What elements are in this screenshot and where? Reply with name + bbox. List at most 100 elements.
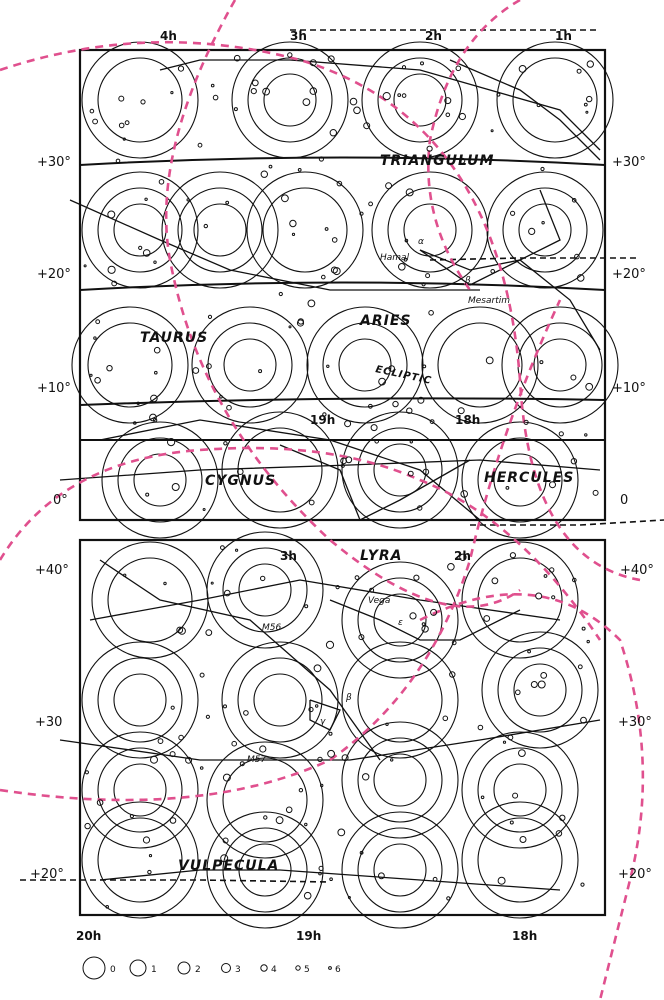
star-dot (549, 481, 556, 489)
star-dot (592, 489, 599, 496)
constellation-lines (20, 29, 664, 891)
star-dot (409, 440, 413, 444)
telrad-ring (497, 647, 583, 733)
star-dot (549, 567, 555, 573)
telrad-ring (231, 41, 349, 159)
star-dot (258, 369, 263, 374)
star-dot (199, 672, 205, 678)
ra-label: 20h (76, 929, 101, 943)
star-dot (491, 577, 499, 585)
lower-labels: LYRA VULPECULA 3h 2h 20h 19h 18h +40° +4… (30, 548, 654, 943)
dec-label: +10° (37, 381, 71, 396)
star-dot (571, 198, 577, 203)
star-dot (559, 814, 566, 821)
star-dot (133, 421, 137, 425)
telrad-ring (97, 187, 183, 273)
star-label-beta: β (464, 276, 471, 286)
star-dot (308, 706, 314, 713)
star-dot (153, 346, 161, 354)
ra-label: 3h (290, 29, 307, 43)
magnitude-dot (177, 961, 191, 975)
magnitude-label: 3 (235, 965, 241, 975)
star-dot (417, 505, 423, 511)
dec-label: 0° (53, 493, 68, 508)
star-dot (169, 751, 176, 758)
star-dot (539, 360, 544, 365)
star-dot (150, 755, 158, 764)
magnitude-label: 5 (304, 965, 310, 975)
star-dot (176, 626, 184, 634)
star-dot (170, 705, 175, 710)
star-dot (347, 896, 351, 899)
star-dot (224, 589, 231, 597)
star-dot (325, 640, 335, 650)
telrad-ring (461, 421, 579, 539)
star-dot (447, 563, 455, 571)
telrad-ring (253, 673, 307, 727)
star-dot (331, 237, 338, 243)
star-dot (202, 508, 206, 511)
star-dot (163, 581, 167, 586)
star-label-vega: Vega (368, 596, 390, 606)
star-dot (178, 734, 184, 741)
telrad-ring (81, 641, 199, 759)
star-dot (158, 179, 165, 185)
telrad-ring (477, 747, 563, 833)
star-dot (142, 249, 151, 257)
telrad-ring (387, 187, 473, 273)
star-dot (154, 370, 158, 375)
telrad-ring (361, 41, 479, 159)
telrad-ring (338, 338, 392, 392)
telrad-ring (461, 731, 579, 849)
star-dot (403, 257, 408, 262)
star-dot (585, 382, 594, 391)
star-dot (555, 830, 563, 837)
star-dot (287, 52, 293, 58)
star-dot (94, 377, 101, 384)
star-label-hamal: Hamal (380, 253, 410, 263)
star-dot (219, 395, 223, 399)
star-dot (315, 704, 319, 708)
star-dot (298, 788, 304, 793)
upper-labels: TRIANGULUM ARIES TAURUS ECLIPTIC CYGNUS … (37, 29, 646, 508)
star-dot (421, 282, 426, 287)
star-dot (344, 420, 352, 428)
telrad-ring (246, 171, 364, 289)
star-dot (223, 704, 227, 709)
telrad-ring (193, 203, 247, 257)
telrad-ring (477, 817, 563, 903)
star-dot (426, 145, 433, 152)
ra-label: 1h (555, 29, 572, 43)
star-dot (385, 722, 389, 726)
magnitude-label: 4 (271, 965, 277, 975)
dec-label: +20° (612, 267, 646, 282)
star-dot (225, 200, 230, 205)
star-dot (496, 92, 501, 97)
star-dot (177, 65, 185, 72)
telrad-ring (247, 57, 333, 143)
star-dot (507, 734, 514, 741)
star-dot (551, 595, 556, 600)
star-dot (259, 745, 267, 753)
star-dot (83, 264, 87, 268)
dec-label: +20° (37, 267, 71, 282)
star-dot (345, 456, 353, 464)
star-dot (422, 468, 430, 476)
star-dot (89, 373, 93, 377)
telrad-ring (486, 171, 604, 289)
label-lyra: LYRA (360, 548, 403, 564)
star-dot (330, 266, 338, 274)
telrad-ring (403, 203, 457, 257)
star-label-gamma: γ (320, 717, 326, 727)
telrad-ring (341, 811, 459, 929)
star-dot (576, 274, 585, 282)
star-dot (170, 91, 174, 95)
magnitude-label: 1 (151, 965, 157, 975)
star-dot (430, 608, 438, 616)
star-dot (313, 664, 322, 673)
telrad-ring (81, 41, 199, 159)
ra-label: 19h (310, 413, 335, 427)
star-dot (404, 238, 409, 243)
star-dot (528, 227, 536, 235)
